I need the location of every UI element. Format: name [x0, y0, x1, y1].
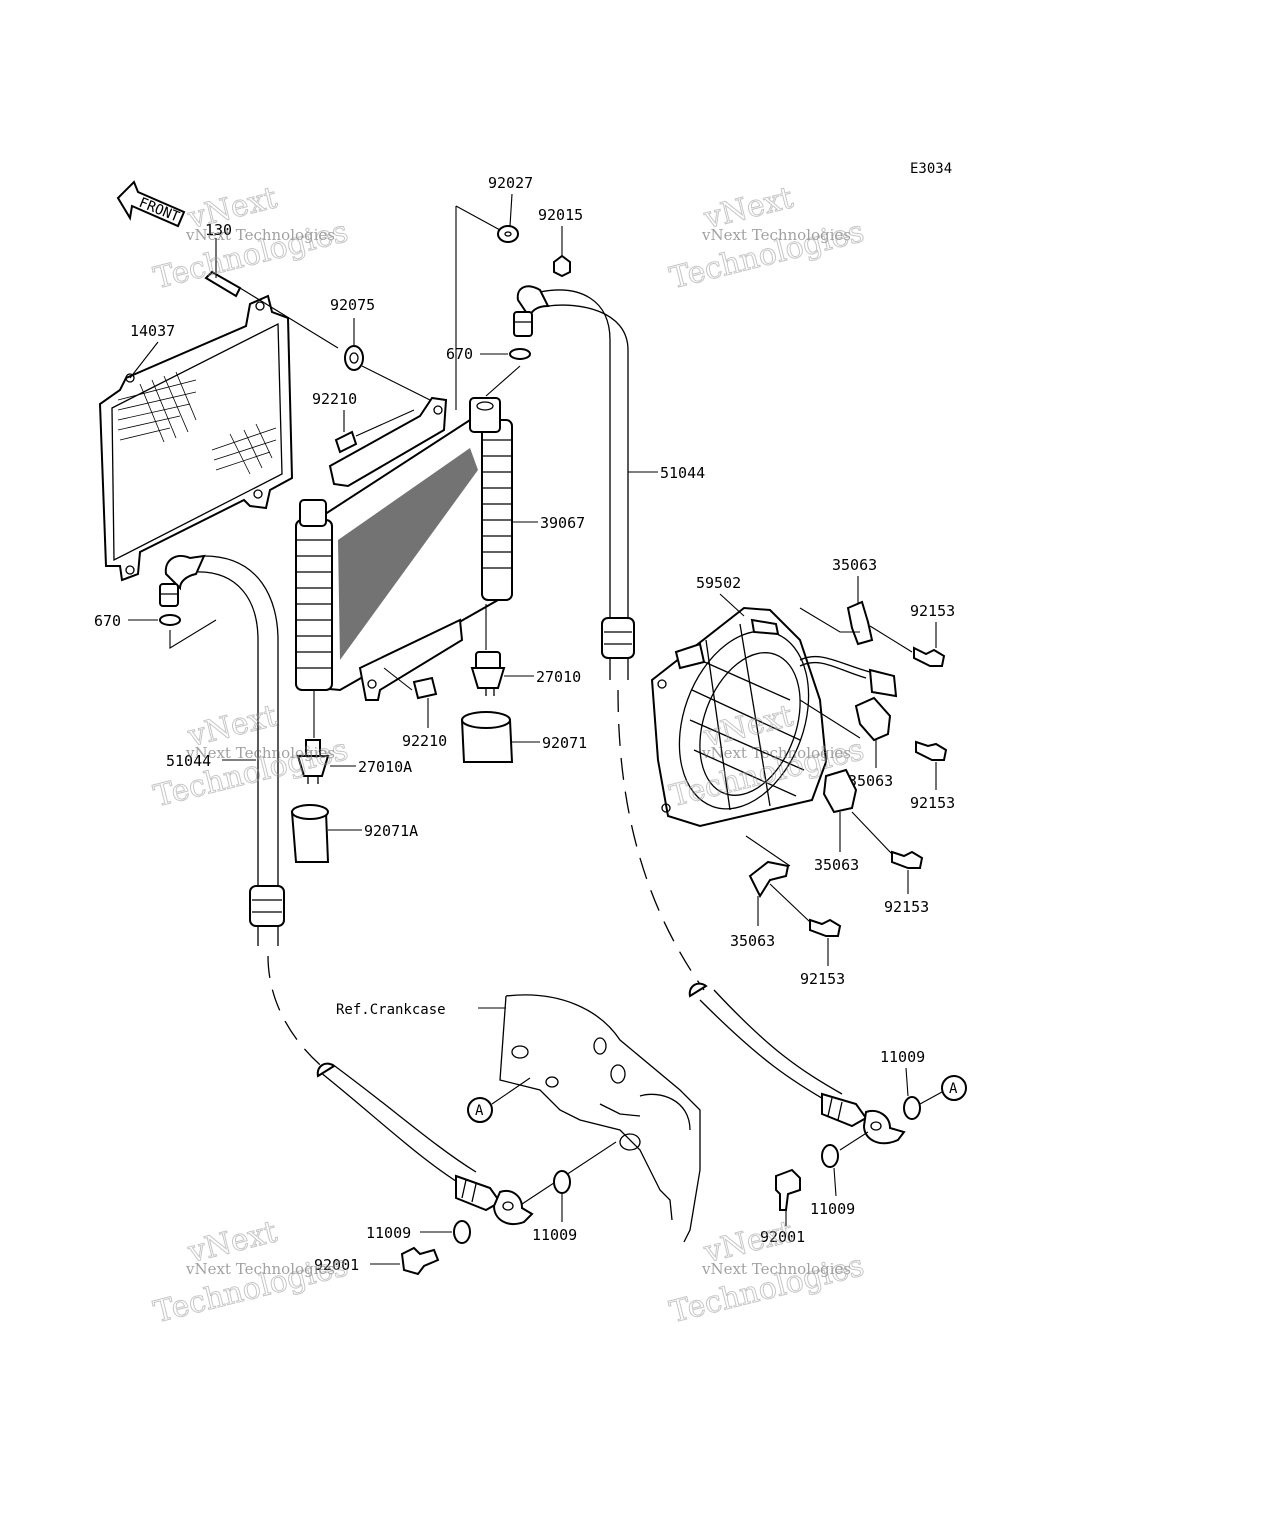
label-14037: 14037	[130, 322, 175, 340]
washer-11009-c	[903, 1096, 921, 1120]
washer-11009-a	[553, 1170, 571, 1194]
cap-92071A	[290, 804, 330, 863]
nut-92015	[553, 254, 571, 278]
hose-51044-left	[159, 554, 285, 946]
label-92210-bottom: 92210	[402, 732, 447, 750]
clamp-35063-b	[854, 696, 892, 742]
cap-92071	[460, 711, 514, 763]
label-11009-b: 11009	[366, 1224, 411, 1242]
o-ring-670-left	[159, 614, 181, 626]
hose-lower-left	[316, 1062, 534, 1225]
switch-27010A	[296, 739, 330, 784]
oil-cooler-39067	[295, 396, 513, 701]
clamp-35063-c	[822, 768, 858, 814]
pad-92210-top	[334, 430, 358, 454]
label-35063-a: 35063	[832, 556, 877, 574]
radiator-screen	[98, 294, 294, 582]
label-51044-left: 51044	[166, 752, 211, 770]
label-92153-d: 92153	[800, 970, 845, 988]
fan-shroud-59502	[650, 606, 828, 828]
label-51044-right: 51044	[660, 464, 705, 482]
washer-11009-d	[821, 1144, 839, 1168]
watermark-line: vNext Technologies	[701, 1260, 851, 1278]
label-92153-a: 92153	[910, 602, 955, 620]
label-92001-a: 92001	[314, 1256, 359, 1274]
clamp-35063-a	[846, 600, 874, 646]
connector-marker-left: A	[467, 1097, 493, 1123]
label-92001-b: 92001	[760, 1228, 805, 1246]
label-27010A: 27010A	[358, 758, 412, 776]
label-92153-b: 92153	[910, 794, 955, 812]
marker-a-right: A	[949, 1081, 958, 1097]
front-arrow-label: FRONT	[137, 195, 183, 226]
reference-crankcase: Ref.Crankcase	[336, 1002, 446, 1018]
label-92027: 92027	[488, 174, 533, 192]
o-ring-670-top	[509, 348, 531, 360]
watermark-line: vNext Technologies	[701, 744, 851, 762]
diagram-code: E3034	[910, 161, 952, 177]
bolt-92153-a	[913, 646, 946, 667]
label-11009-d: 11009	[810, 1200, 855, 1218]
sensor-27010	[470, 651, 506, 696]
label-35063-c: 35063	[814, 856, 859, 874]
hose-lower-right	[688, 982, 906, 1145]
washer-92027	[497, 225, 519, 243]
label-11009-c: 11009	[880, 1048, 925, 1066]
crankcase-reference	[499, 994, 701, 1243]
label-39067: 39067	[540, 514, 585, 532]
bolt-92153-d	[809, 918, 842, 937]
bolt-92001-b	[775, 1168, 801, 1211]
label-92075: 92075	[330, 296, 375, 314]
bolt-92001-a	[400, 1246, 440, 1276]
label-92153-c: 92153	[884, 898, 929, 916]
label-130: 130	[205, 221, 232, 239]
grommet-92075	[344, 345, 364, 371]
label-92015: 92015	[538, 206, 583, 224]
label-35063-b: 35063	[848, 772, 893, 790]
bolt-92153-c	[891, 850, 924, 869]
label-59502: 59502	[696, 574, 741, 592]
fan-connector	[799, 655, 898, 698]
washer-11009-b	[453, 1220, 471, 1244]
label-27010: 27010	[536, 668, 581, 686]
label-92071: 92071	[542, 734, 587, 752]
label-11009-a: 11009	[532, 1226, 577, 1244]
label-35063-d: 35063	[730, 932, 775, 950]
pad-92210-bottom	[412, 676, 438, 700]
watermark-line: vNext Technologies	[185, 226, 335, 244]
connector-marker-right: A	[941, 1075, 967, 1101]
label-670-left: 670	[94, 612, 121, 630]
bolt-92153-b	[915, 740, 948, 761]
watermark-line: vNext Technologies	[185, 744, 335, 762]
label-670-top: 670	[446, 345, 473, 363]
label-92071A: 92071A	[364, 822, 418, 840]
watermark-line: vNext Technologies	[701, 226, 851, 244]
label-92210-top: 92210	[312, 390, 357, 408]
watermark-line: vNext Technologies	[185, 1260, 335, 1278]
hose-51044-right	[513, 285, 635, 680]
clamp-35063-d	[748, 860, 790, 899]
marker-a-left: A	[475, 1103, 484, 1119]
front-arrow-icon: FRONT	[116, 180, 186, 228]
